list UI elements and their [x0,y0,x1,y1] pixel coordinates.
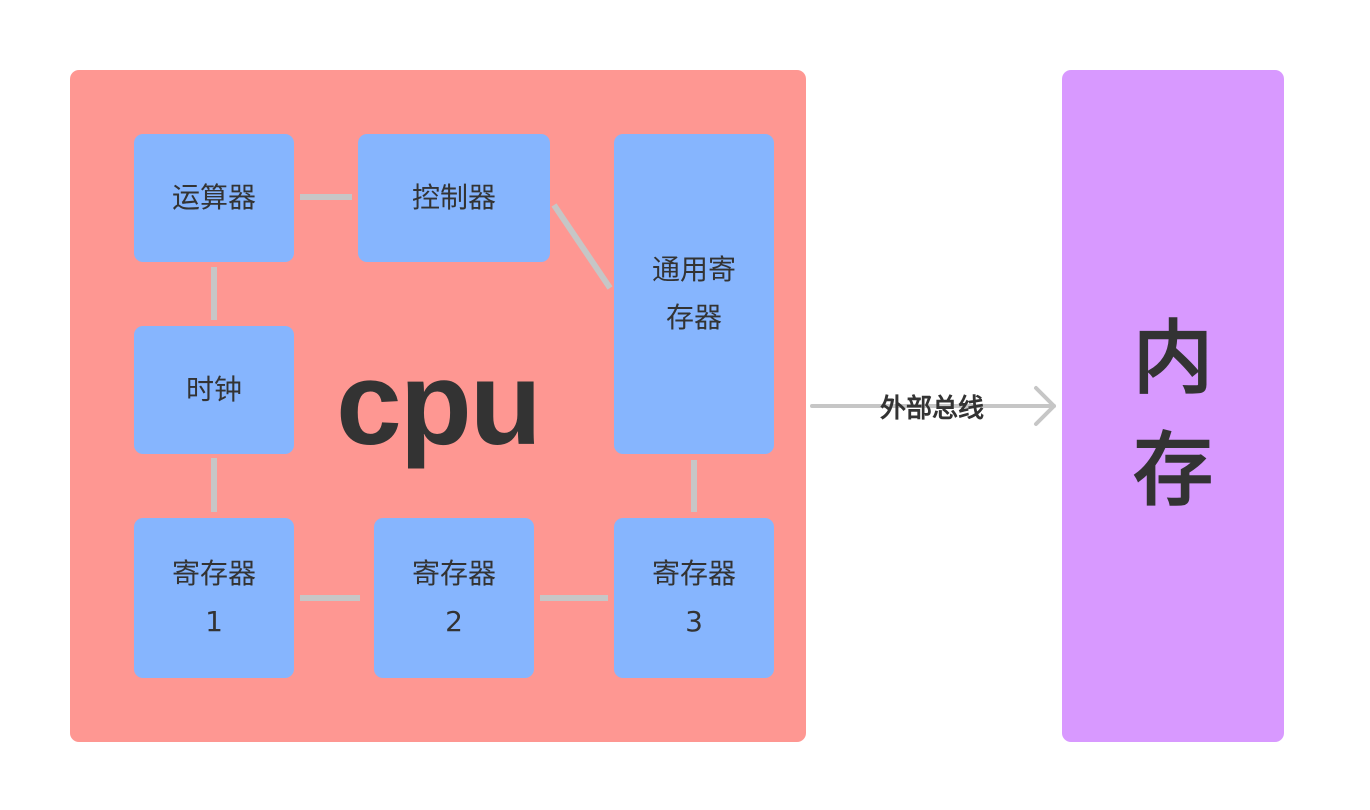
alu-label: 运算器 [171,181,256,214]
register-2-block: 寄存器 2 [374,518,534,678]
control-unit-label: 控制器 [411,181,496,214]
memory-container [1062,70,1284,742]
register-1-label: 寄存器 1 [171,557,256,638]
register-2-label: 寄存器 2 [411,557,496,638]
general-register-label: 通用寄 存器 [651,253,736,334]
register-1-block: 寄存器 1 [134,518,294,678]
register-3-block: 寄存器 3 [614,518,774,678]
alu-block: 运算器 [134,134,294,262]
control-unit-block: 控制器 [358,134,550,262]
clock-block: 时钟 [134,326,294,454]
connector-control-general-register [551,203,613,290]
memory-title: 内 存 [1133,312,1213,517]
register-3-label: 寄存器 3 [651,557,736,638]
external-bus-label: 外部总线 [879,393,984,424]
general-register-block: 通用寄 存器 [614,134,774,454]
bus-arrow-head [1034,386,1056,426]
cpu-title: cpu [336,338,542,470]
clock-label: 时钟 [185,373,242,406]
